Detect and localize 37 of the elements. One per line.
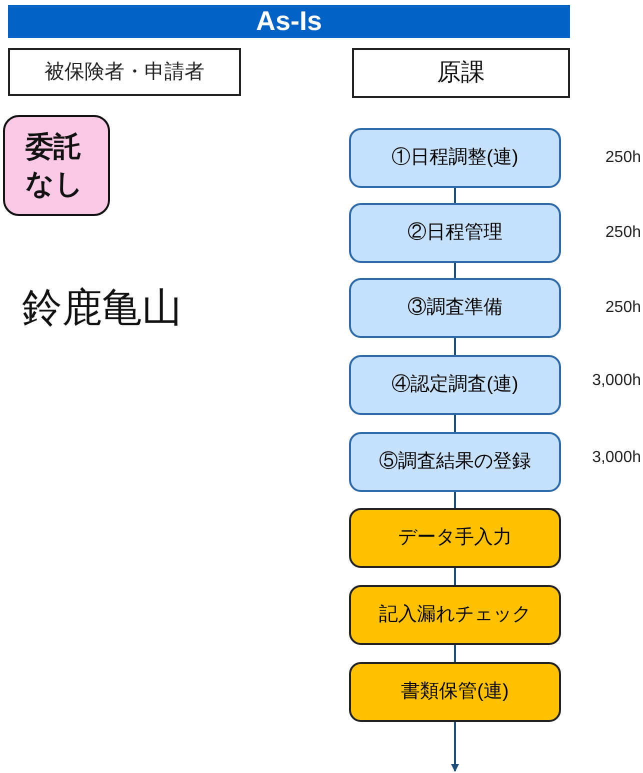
process-box (349, 432, 561, 492)
node-label: 書類保管(連) (401, 680, 509, 704)
hours-label: 3,000h (591, 450, 641, 466)
process-box (349, 203, 561, 263)
title-bar: As-Is (8, 5, 570, 38)
area-label: 鈴鹿亀山 (22, 288, 182, 328)
node-label: 被保険者・申請者 (44, 60, 204, 85)
process-box (349, 128, 561, 188)
connector-line (454, 338, 456, 355)
process-box (349, 585, 561, 645)
status-box (3, 115, 110, 216)
hours-label: 250h (604, 225, 641, 241)
node-label: ③調査準備 (408, 296, 502, 320)
arrow (451, 722, 459, 772)
connector-line (454, 188, 456, 203)
node-label: 記入漏れチェック (379, 602, 531, 627)
node-label: ④認定調査(連) (392, 372, 518, 397)
node-label: ②日程管理 (408, 220, 502, 245)
hours-label: 250h (604, 150, 641, 166)
connector-line (454, 492, 456, 508)
connector-line (454, 263, 456, 278)
connector-line (454, 568, 456, 585)
node-label: 委託なし (26, 130, 85, 200)
connector-line (454, 645, 456, 662)
node-label: データ手入力 (398, 526, 512, 550)
process-box (349, 508, 561, 568)
node-label: ①日程調整(連) (392, 146, 518, 170)
process-box (349, 278, 561, 338)
actor-box (8, 48, 241, 96)
process-box (349, 662, 561, 722)
hours-label: 3,000h (591, 373, 641, 389)
department-box (352, 48, 570, 98)
node-label: ⑤調査結果の登録 (379, 450, 531, 474)
connector-line (454, 415, 456, 432)
node-label: 原課 (437, 58, 485, 88)
process-box (349, 355, 561, 415)
hours-label: 250h (604, 300, 641, 316)
